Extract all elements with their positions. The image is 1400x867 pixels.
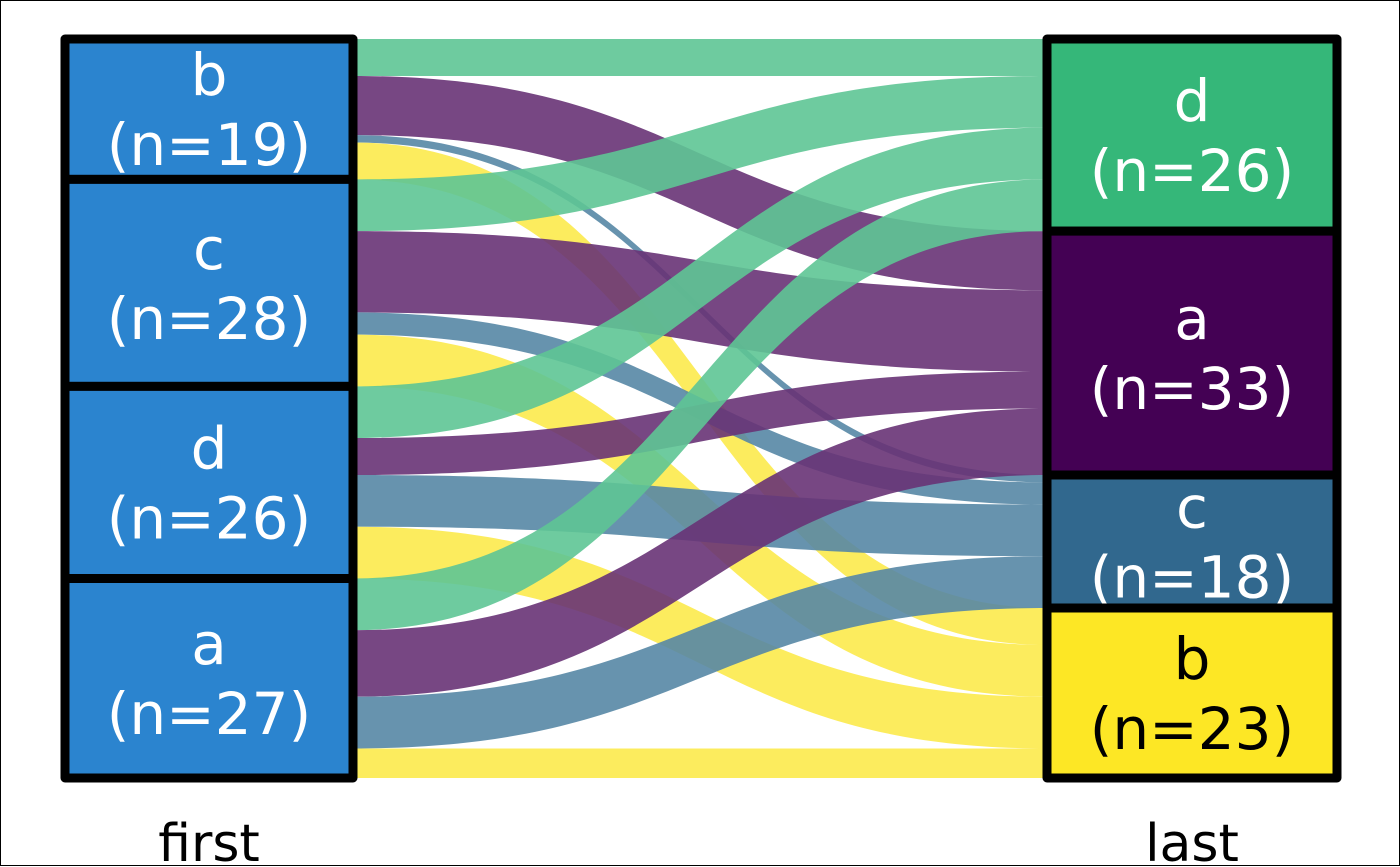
- first-node-count-a: (n=27): [107, 680, 311, 748]
- flow-d-to-d: [353, 127, 1047, 439]
- flow-c-to-d: [353, 75, 1047, 232]
- flow-a-to-b: [353, 748, 1047, 778]
- first-node-label-b: b: [191, 41, 228, 109]
- first-node-label-a: a: [191, 610, 227, 678]
- first-node-label-d: d: [191, 414, 228, 482]
- nodes-layer: b(n=19)c(n=28)d(n=26)a(n=27)d(n=26)a(n=3…: [60, 34, 1342, 783]
- first-node-b: b(n=19): [60, 34, 358, 184]
- first-node-box-b: [60, 34, 358, 184]
- first-node-label-c: c: [193, 215, 225, 283]
- flow-a-to-d: [353, 179, 1047, 631]
- last-node-label-b: b: [1174, 625, 1211, 693]
- last-node-c: c(n=18): [1042, 470, 1342, 613]
- last-node-label-a: a: [1174, 285, 1210, 353]
- last-node-d: d(n=26): [1042, 34, 1342, 236]
- first-node-d: d(n=26): [60, 381, 358, 583]
- last-node-count-c: (n=18): [1090, 544, 1294, 612]
- flow-d-to-c: [353, 475, 1047, 557]
- axis-label-first: first: [158, 814, 260, 867]
- last-node-box-a: [1042, 226, 1342, 480]
- last-node-label-d: d: [1174, 67, 1211, 135]
- flow-a-to-a: [353, 408, 1047, 697]
- flows-layer: [353, 39, 1047, 778]
- first-node-count-d: (n=26): [107, 484, 311, 552]
- axis-label-last: last: [1145, 814, 1239, 867]
- first-node-count-b: (n=19): [107, 111, 311, 179]
- last-node-box-b: [1042, 603, 1342, 783]
- first-node-box-a: [60, 573, 358, 783]
- first-node-box-d: [60, 381, 358, 583]
- first-node-box-c: [60, 174, 358, 391]
- first-node-count-c: (n=28): [107, 285, 311, 353]
- first-node-a: a(n=27): [60, 573, 358, 783]
- flow-b-to-d: [353, 39, 1047, 76]
- flow-a-to-c: [353, 556, 1047, 749]
- last-node-label-c: c: [1176, 474, 1208, 542]
- last-node-count-a: (n=33): [1090, 355, 1294, 423]
- last-node-a: a(n=33): [1042, 226, 1342, 480]
- last-node-count-b: (n=23): [1090, 695, 1294, 763]
- last-node-count-d: (n=26): [1090, 137, 1294, 205]
- last-node-b: b(n=23): [1042, 603, 1342, 783]
- first-node-c: c(n=28): [60, 174, 358, 391]
